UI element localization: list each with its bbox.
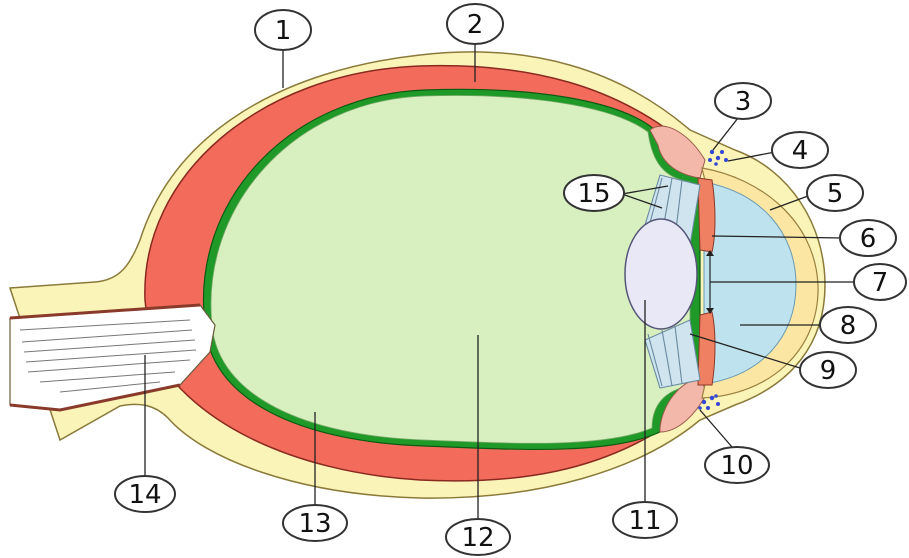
lens <box>624 218 698 330</box>
optic-nerve-sheath-bottom <box>9 383 181 412</box>
callout-12: 12 <box>445 518 511 556</box>
callout-10: 10 <box>704 446 770 484</box>
callout-9-label: 9 <box>820 356 837 386</box>
callout-4: 4 <box>771 131 829 169</box>
callout-14-label: 14 <box>128 480 161 510</box>
callout-1: 1 <box>254 9 312 51</box>
callout-4-label: 4 <box>792 136 809 166</box>
callout-7-label: 7 <box>872 268 889 298</box>
callout-6: 6 <box>839 219 897 257</box>
callout-11-label: 11 <box>628 506 661 536</box>
callout-2-label: 2 <box>467 10 484 40</box>
callout-7: 7 <box>853 263 907 301</box>
callout-15: 15 <box>563 174 625 212</box>
callout-3-label: 3 <box>735 87 752 117</box>
callout-10-label: 10 <box>720 451 753 481</box>
anterior-chamber <box>703 181 797 385</box>
callout-8: 8 <box>819 306 877 344</box>
callout-6-label: 6 <box>860 224 877 254</box>
callout-13: 13 <box>282 504 348 542</box>
callout-9: 9 <box>799 351 857 389</box>
leader-lines <box>144 42 855 518</box>
callout-14: 14 <box>114 475 176 513</box>
iris-bottom <box>697 311 716 386</box>
callout-2: 2 <box>446 3 504 45</box>
callout-1-label: 1 <box>275 16 292 46</box>
callout-15-label: 15 <box>577 179 610 209</box>
callout-12-label: 12 <box>461 523 494 553</box>
canal-of-schlemm <box>698 149 728 410</box>
callout-5-label: 5 <box>827 179 844 209</box>
pupil-arrow-top <box>706 250 714 256</box>
callout-3: 3 <box>714 82 772 120</box>
callout-8-label: 8 <box>840 311 857 341</box>
iris-top <box>697 177 716 253</box>
callout-5: 5 <box>806 174 864 212</box>
callout-13-label: 13 <box>298 509 331 539</box>
optic-nerve-sheath-top <box>9 303 201 320</box>
pupil-arrow-bottom <box>706 308 714 314</box>
optic-nerve-fibers <box>19 319 197 393</box>
callout-11: 11 <box>612 501 678 539</box>
